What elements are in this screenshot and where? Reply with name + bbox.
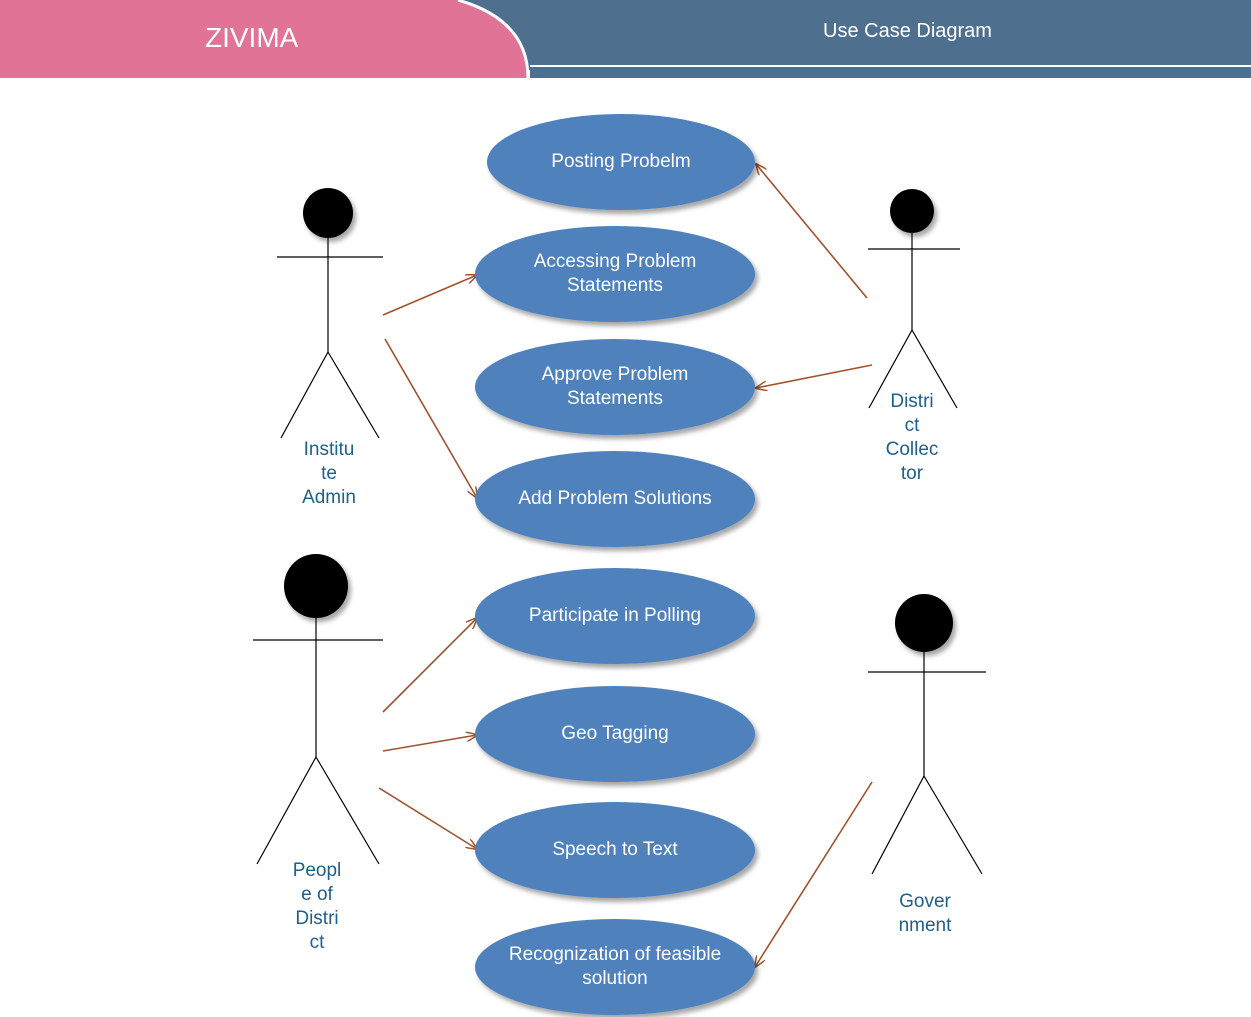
actor-right-leg [327, 351, 380, 439]
use-case-label-geo-tagging: Geo Tagging [561, 723, 669, 744]
actor-right-leg [911, 329, 958, 409]
use-case-ellipse-accessing-problem-statements[interactable] [475, 226, 755, 322]
actor-left-leg [280, 351, 329, 439]
page-title: Use Case Diagram [823, 20, 992, 42]
actor-label-district-collector: Distri ct Collec tor [885, 391, 939, 484]
actor-right-leg [923, 775, 983, 875]
use-case-label-participate-in-polling: Participate in Polling [528, 605, 702, 626]
use-case-label-speech-to-text: Speech to Text [552, 839, 678, 860]
actor-district-collector [868, 189, 960, 409]
use-case-ellipse-add-problem-solutions[interactable] [475, 451, 755, 547]
use-case-label-accessing-problem-statements: Accessing Problem Statements [533, 251, 697, 296]
use-case-label-recognization-of-feasible-solution: Recognization of feasible solution [508, 944, 722, 989]
actor-government [868, 594, 986, 875]
use-case-label-add-problem-solutions: Add Problem Solutions [518, 488, 712, 509]
brand-logo-text: ZIVIMA [205, 22, 299, 53]
association-arrow-government-to-recognization-of-feasible-solution [755, 781, 873, 967]
actor-label-government: Gover nment [898, 891, 952, 936]
actor-head [895, 594, 953, 652]
association-arrow-institute-admin-to-add-problem-solutions [384, 338, 477, 498]
association-arrow-people-of-district-to-participate-in-polling [382, 618, 477, 713]
brand-tab-edge [457, 0, 530, 79]
actor-label-institute-admin: Institu te Admin [302, 439, 356, 508]
title-underline-stripe [530, 69, 1251, 78]
use-case-label-posting-problem: Posting Probelm [551, 151, 691, 172]
association-arrow-institute-admin-to-accessing-problem-statements [382, 275, 477, 316]
association-arrow-people-of-district-to-speech-to-text [378, 787, 477, 849]
brand-tab [0, 0, 528, 78]
actor-head [890, 189, 934, 233]
actor-left-leg [256, 756, 317, 865]
association-arrow-district-collector-to-posting-problem [756, 164, 868, 299]
association-arrow-district-collector-to-approve-problem-statements [756, 364, 873, 388]
use-case-label-approve-problem-statements: Approve Problem Statements [541, 364, 689, 409]
actor-right-leg [315, 756, 380, 865]
use-case-ellipse-recognization-of-feasible-solution[interactable] [475, 919, 755, 1015]
actor-institute-admin [277, 188, 383, 439]
actor-head [284, 554, 348, 618]
actor-head [303, 188, 353, 238]
actor-left-leg [871, 775, 925, 875]
association-arrow-people-of-district-to-geo-tagging [382, 735, 477, 752]
actor-label-people-of-district: Peopl e of Distri ct [292, 860, 342, 953]
header-banner [0, 0, 1251, 79]
use-case-ellipse-geo-tagging[interactable] [475, 686, 755, 782]
use-case-ellipse-participate-in-polling[interactable] [475, 568, 755, 664]
use-case-ellipse-speech-to-text[interactable] [475, 802, 755, 898]
use-case-ellipse-approve-problem-statements[interactable] [475, 339, 755, 435]
actor-people-of-district [253, 554, 383, 865]
use-case-ellipse-posting-problem[interactable] [487, 114, 755, 210]
actor-left-leg [868, 329, 913, 409]
